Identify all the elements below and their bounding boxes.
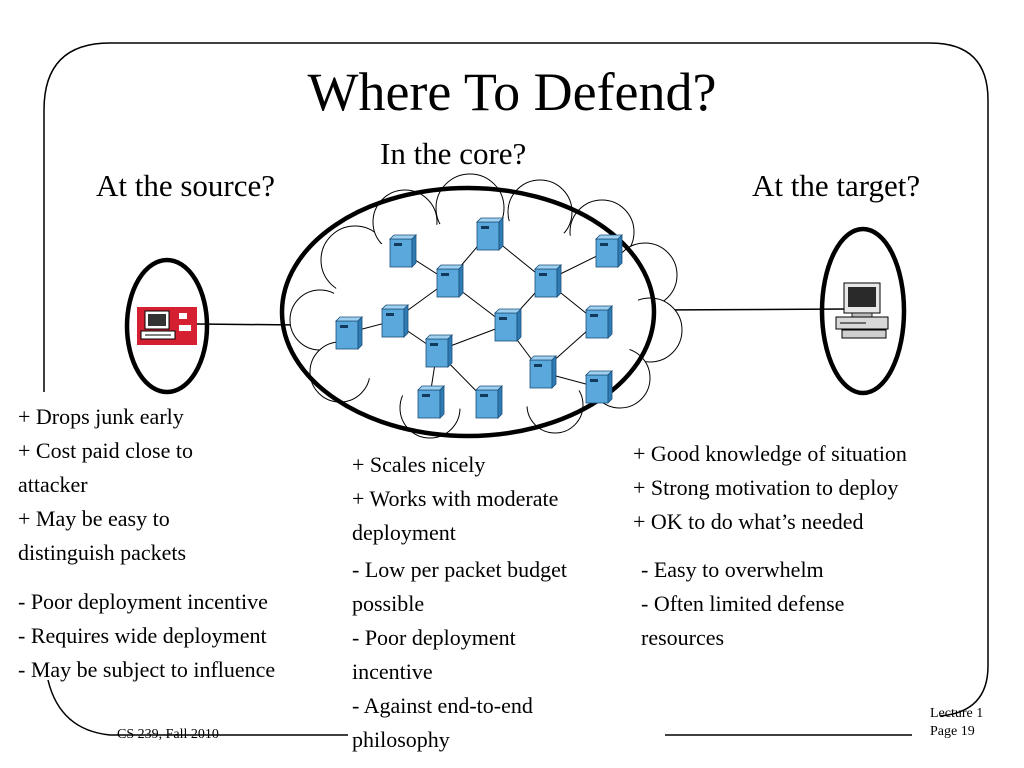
source-point: attacker (18, 472, 88, 497)
router-icon (534, 264, 562, 298)
source-ellipse (124, 257, 210, 395)
core-point: - Against end-to-end (352, 693, 533, 718)
core-point: deployment (352, 520, 456, 545)
router-icon (494, 308, 522, 342)
core-point: + Works with moderate (352, 486, 559, 511)
attacker-computer-icon (137, 307, 197, 345)
core-point: possible (352, 591, 425, 616)
slide-border (110, 42, 989, 717)
target-point: - Often limited defense (641, 591, 845, 616)
router-icon (389, 234, 417, 268)
router-icon (417, 385, 445, 419)
core-point: - Poor deployment (352, 625, 516, 650)
target-point: + Strong motivation to deploy (633, 475, 899, 500)
source-point: distinguish packets (18, 540, 187, 565)
source-point: - Poor deployment incentive (18, 589, 268, 614)
router-icon (425, 334, 453, 368)
source-point: + Drops junk early (18, 404, 184, 429)
core-point: + Scales nicely (352, 452, 486, 477)
source-point: + May be easy to (18, 506, 170, 531)
router-icon (335, 316, 363, 350)
target-heading: At the target? (752, 168, 921, 203)
footer-lecture: Lecture 1 (930, 706, 984, 721)
router-icon (585, 305, 613, 339)
target-ellipse (819, 226, 907, 396)
source-point: + Cost paid close to (18, 438, 193, 463)
core-heading: In the core? (380, 136, 527, 171)
slide-border-left (43, 42, 111, 392)
router-group (335, 217, 623, 419)
source-heading: At the source? (96, 168, 276, 203)
router-icon (595, 234, 623, 268)
router-icon (436, 264, 464, 298)
target-point: - Easy to overwhelm (641, 557, 824, 582)
core-point: incentive (352, 659, 433, 684)
footer-page: Page 19 (930, 724, 975, 739)
slide-title: Where To Defend? (307, 62, 717, 122)
core-ellipse (279, 185, 657, 439)
router-icon (381, 304, 409, 338)
source-point: - Requires wide deployment (18, 623, 267, 648)
core-point: philosophy (352, 727, 450, 752)
router-icon (476, 217, 504, 251)
target-point: resources (641, 625, 725, 650)
desktop-computer-icon (835, 282, 889, 339)
target-link (654, 308, 849, 311)
core-point: - Low per packet budget (352, 557, 568, 582)
source-point: - May be subject to influence (18, 657, 276, 682)
router-icon (529, 355, 557, 389)
target-point: + OK to do what’s needed (633, 509, 864, 534)
footer-course: CS 239, Fall 2010 (117, 727, 219, 742)
router-icon (475, 385, 503, 419)
router-icon (585, 370, 613, 404)
slide-border-bottom-left (47, 679, 348, 736)
target-point: + Good knowledge of situation (633, 441, 907, 466)
